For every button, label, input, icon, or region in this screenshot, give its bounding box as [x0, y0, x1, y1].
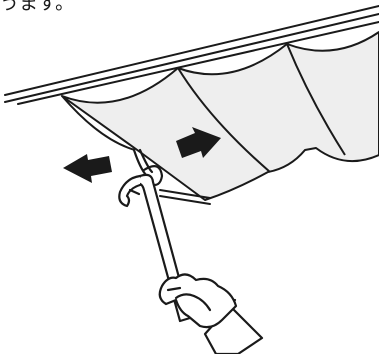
close-arrow: [63, 154, 112, 183]
hand-illustration: [160, 274, 262, 354]
